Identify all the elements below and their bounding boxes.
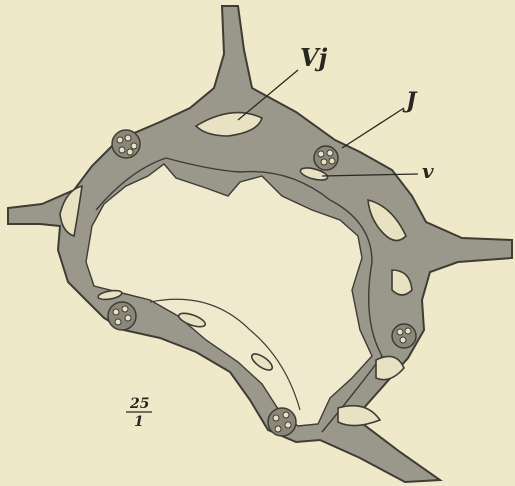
cell-cluster-top-left <box>112 130 140 158</box>
label-v: v <box>422 159 434 183</box>
cell-cluster-right <box>392 324 416 348</box>
magnification-denominator: 1 <box>134 414 144 430</box>
label-vj: Vj <box>300 43 328 72</box>
cell-cluster-j <box>314 146 338 170</box>
cell-cluster-bottom <box>268 408 296 436</box>
magnification-numerator: 25 <box>129 396 149 412</box>
cell-cluster-left <box>108 302 136 330</box>
